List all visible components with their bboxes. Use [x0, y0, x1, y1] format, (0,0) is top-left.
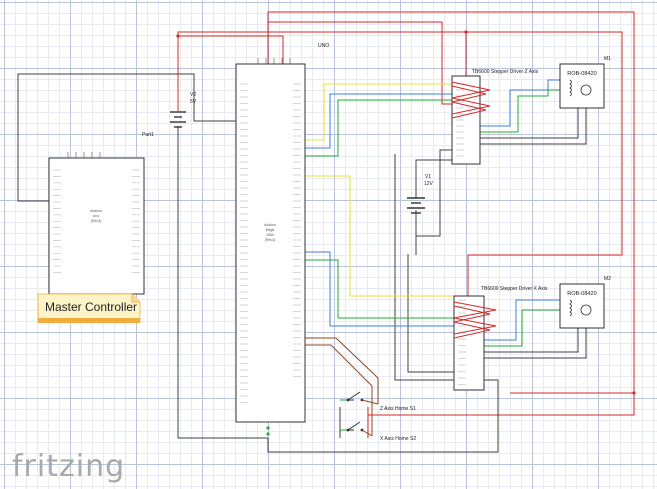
driver-z-label: TB6600 Stepper Driver Z Axis [472, 69, 539, 75]
green-junctions [266, 426, 270, 436]
blue-wire-x-motor[interactable] [484, 299, 560, 341]
yellow-wire-z-en[interactable] [305, 83, 452, 141]
m2-coil-icon [569, 299, 572, 317]
v1-neg-wire[interactable] [415, 149, 452, 237]
master-controller-note[interactable]: Master Controller [37, 293, 141, 323]
driver-z-zigzag-2 [451, 85, 487, 119]
driver-x-zigzag-2 [453, 305, 491, 339]
v1-name: V1 [425, 174, 431, 180]
uno-body-line-3: (Rev3) [91, 219, 101, 223]
arduino-uno[interactable]: Part1 Arduino Uno (Rev3) [48, 132, 154, 295]
driver-z-pins [456, 83, 464, 157]
driver-z-zigzag-1 [451, 81, 491, 115]
m1-coil-b[interactable] [480, 108, 587, 145]
mega-body-line-3: 2560 [266, 233, 274, 237]
blue-wires [305, 79, 560, 341]
red-wire-z-driver[interactable] [177, 31, 467, 80]
arduino-mega[interactable]: UNO Arduino Mega 2560 (Rev3) [235, 43, 329, 423]
m1-rotor-icon [580, 84, 592, 96]
uno-label: UNO [318, 43, 329, 49]
red-wire-top-loop[interactable] [267, 11, 635, 394]
brown-wires [305, 337, 379, 436]
blue-wire-z-motor[interactable] [480, 79, 560, 127]
v1-value: 12V [424, 181, 434, 187]
switch-z-label: Z Axis Home S1 [380, 406, 416, 412]
switch-signal-x[interactable] [305, 344, 373, 436]
black-wires [17, 73, 499, 453]
uno-body-line-2: Uno [93, 214, 99, 218]
green-wire-z-dir[interactable] [305, 99, 452, 157]
switch-x-label: X Axis Home S2 [380, 436, 416, 442]
red-wire-z-driver-b[interactable] [268, 21, 452, 105]
m1-coil-a[interactable] [480, 108, 579, 139]
red-wire-switch-z[interactable] [367, 393, 635, 416]
driver-x-return[interactable] [407, 254, 454, 373]
m1-label: M1 [604, 56, 611, 62]
battery-v2[interactable]: V2 5V [170, 92, 197, 128]
master-controller-label: Master Controller [45, 300, 137, 314]
motor-wires [480, 108, 587, 359]
v2-value: 5V [190, 99, 197, 105]
m2-coil-b[interactable] [484, 328, 587, 359]
driver-z-axis[interactable]: TB6600 Stepper Driver Z Axis [451, 69, 539, 165]
uno-pins [53, 152, 140, 273]
gnd-wire-left[interactable] [177, 126, 268, 439]
motor-m1[interactable]: M1 ROB-08420 [559, 56, 611, 109]
yellow-wire-x-en[interactable] [305, 175, 454, 297]
part1-label: Part1 [142, 132, 154, 138]
green-wire-x-dir[interactable] [305, 259, 454, 319]
yellow-wires [305, 83, 454, 297]
battery-v1[interactable]: V1 12V [407, 174, 434, 214]
fritzing-logo: fritzing [12, 449, 125, 484]
red-junctions [176, 30, 636, 395]
wires [17, 11, 635, 453]
uno-body-line-1: Arduino [90, 209, 102, 213]
red-wires [177, 11, 635, 438]
green-wires [305, 89, 560, 431]
blue-wire-x-step[interactable] [305, 251, 454, 327]
m2-part-number: ROB-08420 [567, 291, 597, 297]
m1-coil-icon [569, 79, 572, 97]
red-wire-x-driver[interactable] [466, 31, 623, 298]
driver-x-axis[interactable]: TB6600 Stepper Driver X Axis [453, 286, 548, 391]
m2-rotor-icon [580, 304, 592, 316]
switch-signal-z[interactable] [305, 337, 379, 404]
blue-wire-z-step[interactable] [305, 93, 452, 149]
mega-pins [240, 58, 301, 403]
v1-pos-wire[interactable] [415, 159, 452, 198]
switch-x-home[interactable]: X Axis Home S2 [346, 421, 417, 442]
driver-x-label: TB6600 Stepper Driver X Axis [481, 286, 548, 292]
switch-z-home[interactable]: Z Axis Home S1 [346, 391, 416, 412]
motor-m2[interactable]: M2 ROB-08420 [559, 276, 611, 329]
mega-body-line-2: Mega [266, 228, 275, 232]
m2-coil-a[interactable] [484, 328, 579, 353]
m2-label: M2 [604, 276, 611, 282]
m1-part-number: ROB-08420 [567, 71, 597, 77]
v2-name: V2 [190, 92, 196, 98]
gnd-wire-bottom[interactable] [267, 379, 499, 453]
green-wire-z-motor[interactable] [480, 89, 560, 133]
green-wire-x-motor[interactable] [484, 309, 560, 347]
gnd-wire-uno[interactable] [17, 73, 236, 202]
driver-z-return[interactable] [394, 154, 454, 381]
mega-body-line-1: Arduino [264, 223, 276, 227]
mega-body-line-4: (Rev3) [265, 238, 275, 242]
